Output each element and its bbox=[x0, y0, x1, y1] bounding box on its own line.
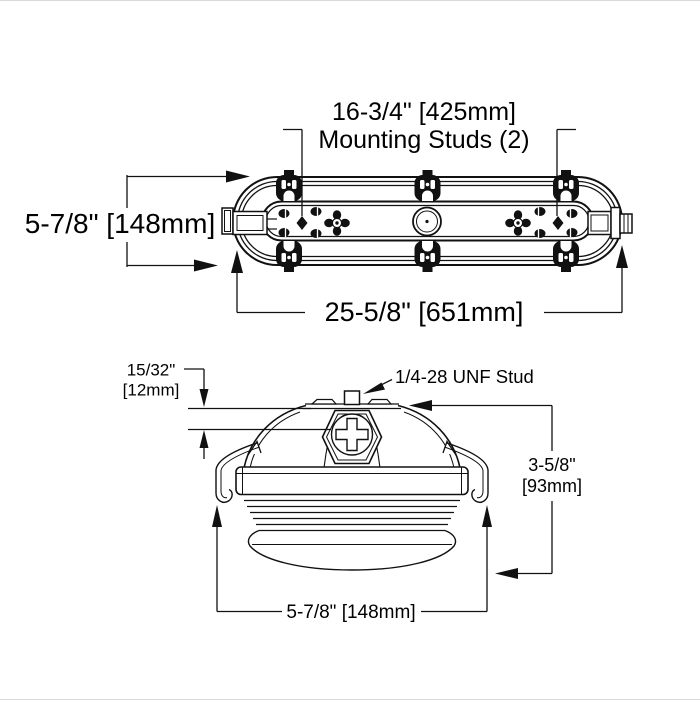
top-view: 16-3/4" [425mm] Mounting Studs (2) 5-7/8… bbox=[25, 98, 633, 327]
wing-bolt-left bbox=[323, 209, 351, 237]
dim-studs-label-text: Mounting Studs (2) bbox=[318, 126, 529, 154]
center-plug bbox=[412, 206, 442, 237]
stud-callout: 1/4-28 UNF Stud bbox=[363, 366, 534, 394]
mounting-stud-left bbox=[296, 216, 308, 230]
dim-stud-height-in-text: 15/32" bbox=[127, 361, 176, 380]
wing-bolt-right bbox=[504, 209, 532, 237]
wire-clip-left bbox=[215, 442, 260, 503]
dim-studs-value-text: 16-3/4" [425mm] bbox=[332, 98, 516, 126]
dim-body-height: 3-5/8" [93mm] bbox=[409, 400, 582, 579]
dim-body-height-mm-text: [93mm] bbox=[522, 476, 582, 496]
mounting-stud-right bbox=[552, 216, 564, 230]
right-end-conduit-stub bbox=[587, 206, 633, 240]
wire-clip-right bbox=[444, 442, 489, 503]
cross-mark bbox=[335, 417, 369, 452]
dim-mounting-studs: 16-3/4" [425mm] Mounting Studs (2) bbox=[283, 98, 576, 216]
dim-width-bottom: 5-7/8" [148mm] bbox=[212, 505, 492, 623]
dim-width-top: 5-7/8" [148mm] bbox=[25, 170, 250, 272]
left-end-bracket bbox=[221, 207, 277, 236]
prismatic-lens bbox=[244, 499, 460, 571]
dim-width-top-text: 5-7/8" [148mm] bbox=[25, 208, 215, 239]
end-view: 15/32" [12mm] 1/4-28 UNF Stud 3-5/8" [93… bbox=[123, 361, 582, 624]
dim-stud-height: 15/32" [12mm] bbox=[123, 361, 331, 459]
dim-body-height-in-text: 3-5/8" bbox=[528, 455, 575, 475]
unf-stud bbox=[343, 390, 361, 406]
stud-callout-text: 1/4-28 UNF Stud bbox=[395, 366, 534, 387]
interior-hardware bbox=[277, 206, 579, 239]
end-view-fixture bbox=[215, 390, 489, 571]
dim-stud-height-mm-text: [12mm] bbox=[123, 381, 180, 400]
dim-width-bottom-text: 5-7/8" [148mm] bbox=[286, 602, 415, 623]
hex-boss bbox=[321, 409, 383, 469]
belt-band bbox=[235, 466, 469, 496]
dim-length-text: 25-5/8" [651mm] bbox=[325, 297, 524, 327]
dim-length: 25-5/8" [651mm] bbox=[231, 245, 628, 327]
